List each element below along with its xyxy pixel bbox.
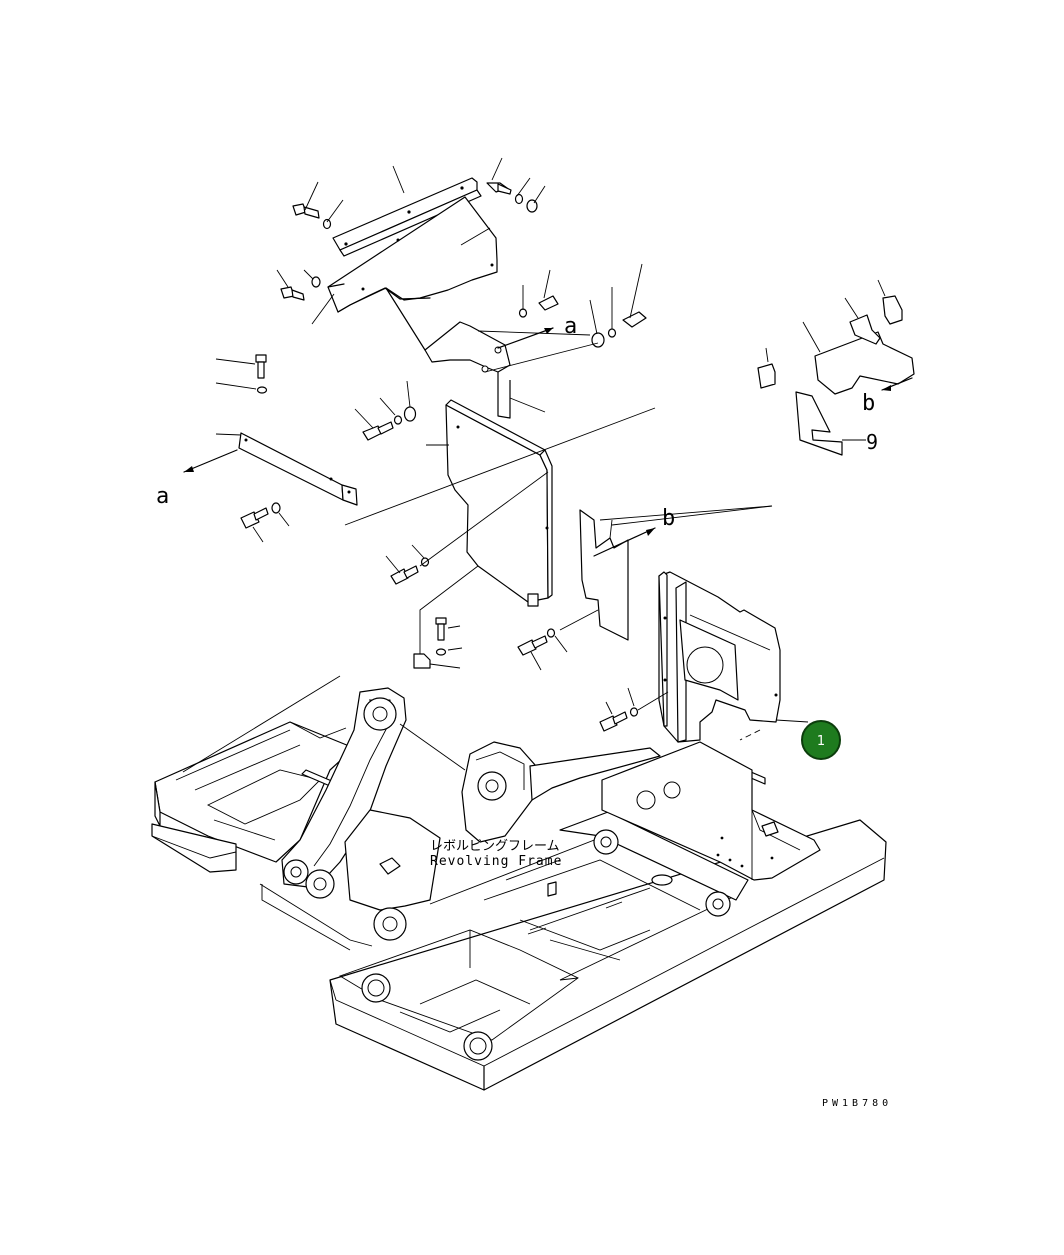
left-bracket bbox=[184, 355, 357, 542]
right-small-parts bbox=[758, 280, 914, 455]
drawing-code: PW1B780 bbox=[822, 1098, 892, 1109]
bracket-b bbox=[518, 506, 772, 670]
bolt bbox=[281, 287, 304, 300]
ref-b-right: b bbox=[862, 391, 875, 416]
rear-panel bbox=[600, 572, 808, 798]
center-panel bbox=[345, 381, 655, 668]
callout-1-badge[interactable] bbox=[802, 721, 840, 759]
ref-a-top: a bbox=[564, 314, 577, 339]
frame-label-jp: レボルビングフレーム bbox=[430, 839, 560, 854]
ref-b-mid: b bbox=[662, 506, 675, 531]
ref-a-left: a bbox=[156, 484, 169, 509]
revolving-frame bbox=[152, 676, 886, 1090]
callout-1-button[interactable]: 1 bbox=[802, 721, 840, 759]
part-number-9: 9 bbox=[866, 430, 878, 454]
frame-label-en: Revolving Frame bbox=[430, 854, 562, 869]
bolt bbox=[293, 204, 319, 218]
callout-1-number[interactable]: 1 bbox=[817, 734, 825, 749]
top-cover-assembly bbox=[277, 158, 646, 418]
